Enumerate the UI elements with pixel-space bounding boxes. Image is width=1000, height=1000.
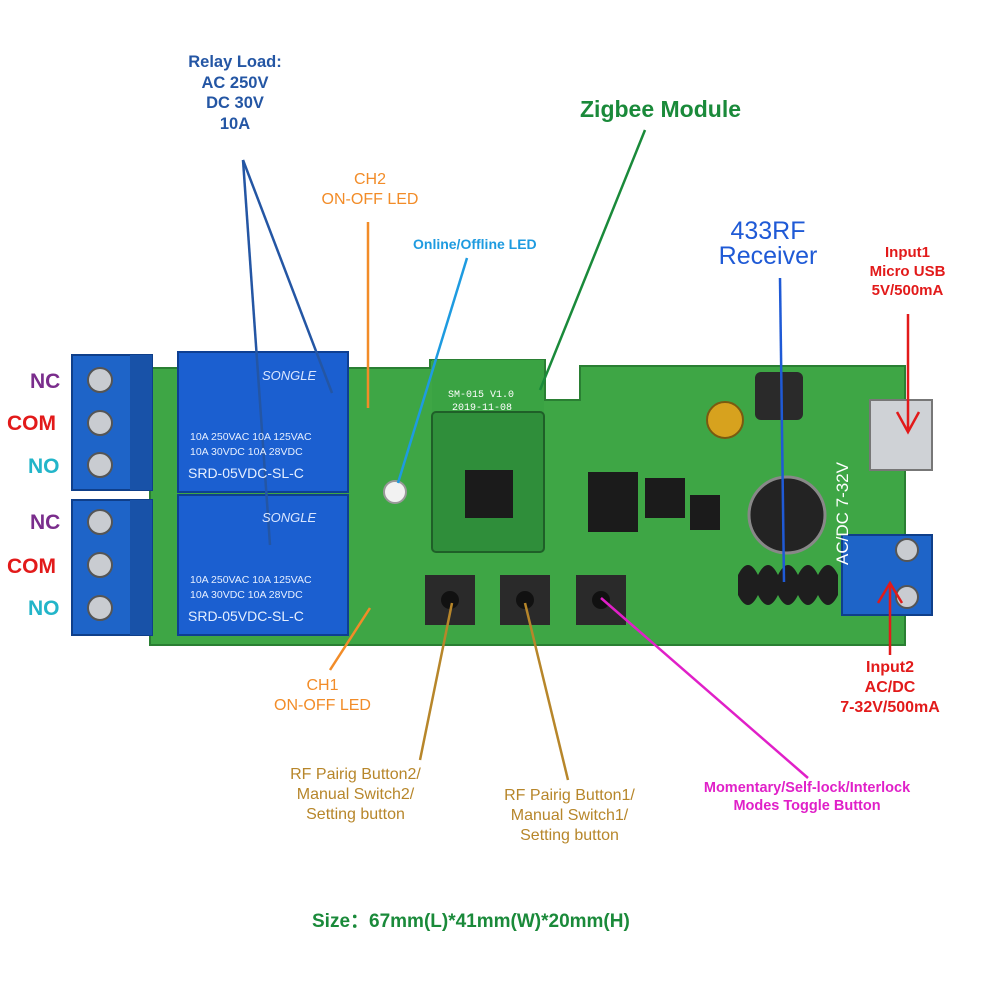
input1-label: Input1 Micro USB 5V/500mA: [869, 244, 946, 299]
relay-load-label: Relay Load: AC 250V DC 30V 10A: [188, 53, 282, 133]
button-1[interactable]: [500, 575, 550, 625]
terminal-block-top: [71, 354, 153, 491]
zigbee-line: [538, 129, 647, 391]
rf-receiver-label: 433RF Receiver: [718, 217, 818, 270]
button2-line: [418, 602, 454, 761]
terminal-top-com: COM: [7, 412, 56, 435]
relay-bottom-line2: 10A 30VDC 10A 28VDC: [190, 589, 303, 601]
usb-port: [869, 399, 933, 471]
relay-load-line-1: [241, 159, 334, 394]
ch1-led-label: CH1 ON-OFF LED: [274, 677, 371, 714]
ch1-led-line: [328, 607, 372, 671]
relay-top-brand: SONGLE: [262, 368, 317, 383]
module-date: 2019-11-08: [452, 403, 512, 414]
input1-arrow: [895, 411, 921, 435]
zigbee-label: Zigbee Module: [580, 96, 741, 122]
size-label: Size：67mm(L)*41mm(W)*20mm(H): [312, 911, 630, 932]
rf-line: [778, 277, 786, 583]
input2-arrow: [876, 580, 904, 604]
online-led-label: Online/Offline LED: [413, 236, 537, 252]
relay-top-line2: 10A 30VDC 10A 28VDC: [190, 446, 303, 458]
inductor: [755, 372, 803, 420]
zigbee-module: [432, 360, 544, 412]
relay-top: [177, 351, 349, 493]
module-id: SM-015 V1.0: [448, 390, 514, 401]
button2-label: RF Pairig Button2/ Manual Switch2/ Setti…: [290, 766, 421, 823]
online-led: [383, 480, 407, 504]
relay-top-line1: 10A 250VAC 10A 125VAC: [190, 431, 312, 443]
terminal-bottom-com: COM: [7, 555, 56, 578]
ch2-led-label: CH2 ON-OFF LED: [321, 171, 419, 208]
button1-label: RF Pairig Button1/ Manual Switch1/ Setti…: [504, 787, 635, 844]
zigbee-chip: [465, 470, 513, 518]
terminal-block-bottom: [71, 499, 153, 636]
regulator-chip: [645, 478, 685, 518]
mode-button[interactable]: [576, 575, 626, 625]
button-2[interactable]: [425, 575, 475, 625]
driver-chip: [588, 472, 638, 532]
relay-top-model: SRD-05VDC-SL-C: [188, 465, 304, 481]
relay-bottom: [177, 494, 349, 636]
power-silk: AC/DC 7-32V: [833, 461, 852, 565]
terminal-bottom-nc: NC: [30, 511, 61, 534]
terminal-top-no: NO: [28, 455, 60, 478]
capacitor-large: [747, 475, 827, 555]
regulator-chip-2: [690, 495, 720, 530]
relay-bottom-line1: 10A 250VAC 10A 125VAC: [190, 574, 312, 586]
mode-button-label: Momentary/Self-lock/Interlock Modes Togg…: [703, 780, 911, 815]
button1-line: [523, 602, 570, 781]
relay-load-line-2: [241, 159, 272, 546]
online-led-line: [396, 257, 469, 484]
rf-antenna-coil: [738, 565, 838, 605]
power-screw-top: [895, 538, 919, 562]
relay-bottom-brand: SONGLE: [262, 510, 317, 525]
capacitor-small: [706, 401, 744, 439]
input2-label: Input2 AC/DC 7-32V/500mA: [840, 659, 940, 716]
terminal-bottom-no: NO: [28, 597, 60, 620]
mode-button-line: [600, 597, 809, 779]
relay-bottom-model: SRD-05VDC-SL-C: [188, 608, 304, 624]
terminal-top-nc: NC: [30, 370, 61, 393]
